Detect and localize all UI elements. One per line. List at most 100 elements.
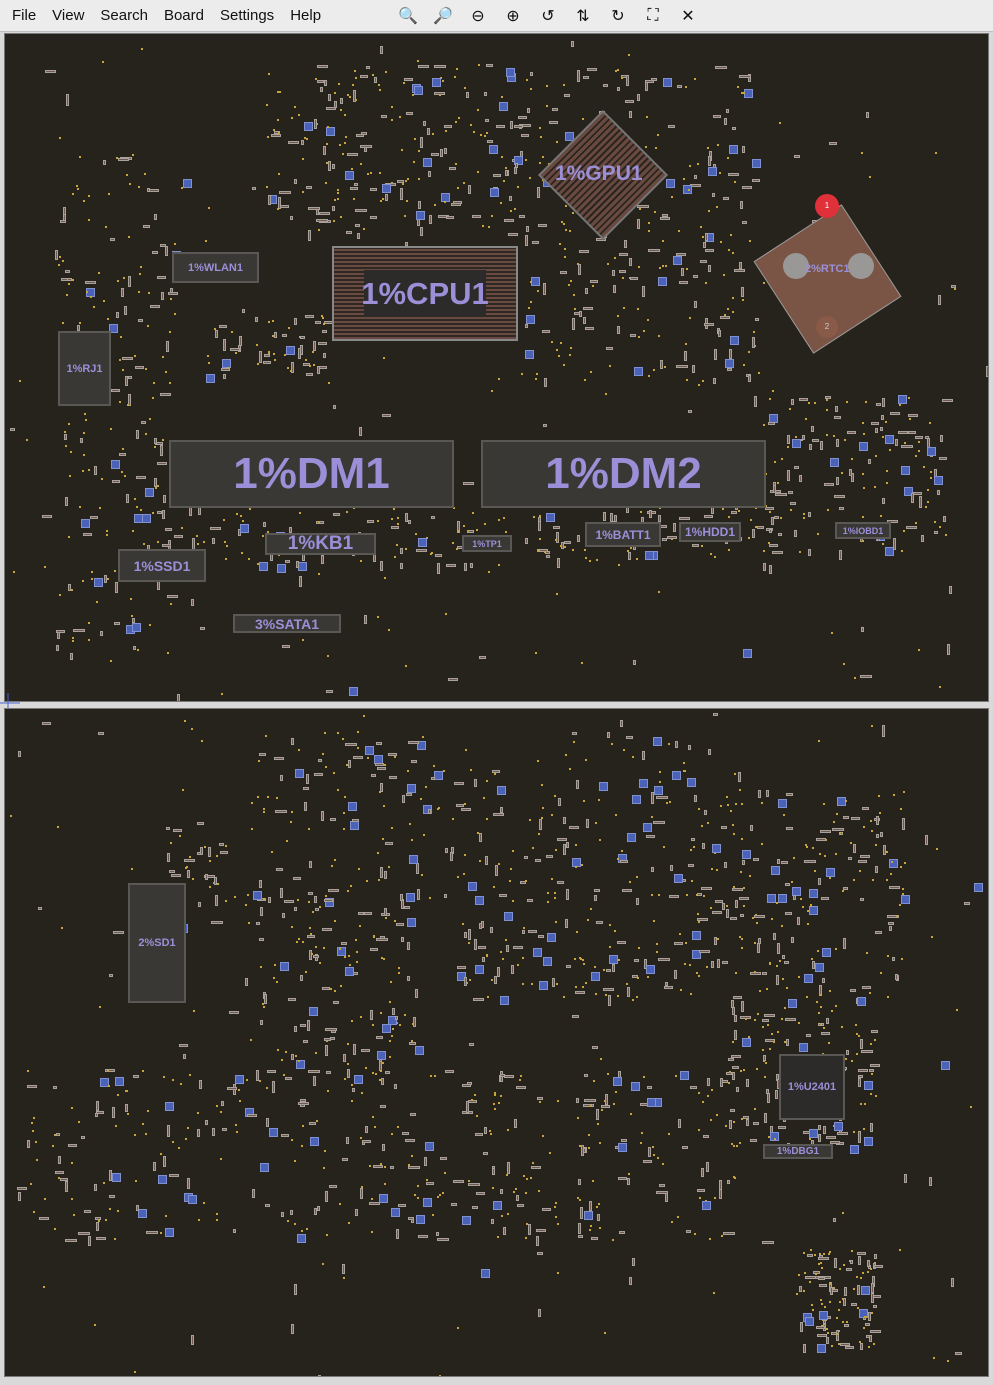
pad bbox=[886, 469, 889, 472]
smd-part-blue bbox=[591, 971, 601, 981]
menu-view[interactable]: View bbox=[52, 7, 85, 24]
pad bbox=[691, 880, 694, 883]
smd-part bbox=[285, 560, 290, 564]
smd-part bbox=[506, 1162, 510, 1174]
rotate-ccw-icon[interactable]: ↺ bbox=[541, 8, 555, 25]
pad bbox=[347, 1063, 350, 1066]
pad bbox=[748, 537, 751, 540]
board-top-side[interactable]: 1%GPU1 1%CPU1 1 2 2%RTC1 1%WLAN1 1%RJ1 1… bbox=[4, 33, 989, 702]
fit-view-icon[interactable]: ⛶ bbox=[647, 7, 659, 24]
smd-part bbox=[172, 829, 183, 833]
smd-part bbox=[264, 993, 268, 1005]
component-tp1[interactable]: 1%TP1 bbox=[462, 535, 512, 552]
pad bbox=[273, 359, 276, 362]
pad bbox=[527, 307, 530, 310]
menu-file[interactable]: File bbox=[12, 7, 37, 24]
pad bbox=[902, 887, 905, 890]
smd-part bbox=[109, 1169, 113, 1182]
component-batt1[interactable]: 1%BATT1 bbox=[585, 522, 661, 547]
pad bbox=[256, 362, 259, 365]
cpu-footprint[interactable]: 1%CPU1 bbox=[332, 246, 518, 341]
pad bbox=[393, 508, 396, 511]
rotate-cw-icon[interactable]: ↻ bbox=[611, 8, 625, 25]
pad bbox=[304, 971, 307, 974]
component-u2401[interactable]: 1%U2401 bbox=[779, 1054, 845, 1120]
smd-part bbox=[510, 120, 514, 129]
component-dm1[interactable]: 1%DM1 bbox=[169, 440, 454, 508]
smd-part bbox=[445, 1069, 455, 1073]
smd-part bbox=[808, 512, 812, 518]
component-rj1[interactable]: 1%RJ1 bbox=[58, 331, 111, 406]
pad bbox=[858, 869, 861, 872]
pad bbox=[575, 844, 578, 847]
smd-part bbox=[704, 323, 714, 327]
pad bbox=[784, 1040, 787, 1043]
smd-part-blue bbox=[833, 1122, 843, 1132]
flip-icon[interactable]: ⇅ bbox=[576, 8, 590, 25]
component-dbg1[interactable]: 1%DBG1 bbox=[763, 1144, 833, 1159]
menu-settings[interactable]: Settings bbox=[219, 7, 275, 24]
component-sata1[interactable]: 3%SATA1 bbox=[233, 614, 341, 633]
pad bbox=[799, 897, 802, 900]
component-dm2[interactable]: 1%DM2 bbox=[481, 440, 766, 508]
smd-part bbox=[124, 1103, 128, 1113]
smd-part bbox=[160, 392, 171, 396]
smd-part bbox=[94, 465, 98, 476]
smd-part bbox=[118, 157, 129, 161]
zoom-out-icon[interactable]: 🔍 bbox=[398, 8, 418, 25]
smd-part bbox=[494, 976, 498, 985]
smd-part bbox=[857, 860, 868, 864]
pad bbox=[79, 321, 82, 324]
pad bbox=[174, 242, 177, 245]
component-kb1[interactable]: 1%KB1 bbox=[265, 533, 376, 555]
minus-circle-icon[interactable]: ⊖ bbox=[471, 8, 485, 25]
menu-search[interactable]: Search bbox=[100, 7, 148, 24]
pad bbox=[915, 455, 918, 458]
pad bbox=[383, 764, 386, 767]
pad bbox=[465, 748, 468, 751]
pad bbox=[656, 942, 659, 945]
smd-part bbox=[834, 1257, 838, 1268]
pad bbox=[899, 403, 902, 406]
smd-part bbox=[319, 87, 323, 93]
smd-part bbox=[110, 237, 116, 241]
pad bbox=[765, 987, 768, 990]
pad bbox=[96, 600, 99, 603]
component-sd1[interactable]: 2%SD1 bbox=[128, 883, 186, 1003]
smd-part-blue bbox=[898, 395, 908, 405]
smd-part bbox=[583, 1147, 587, 1153]
pad bbox=[97, 271, 100, 274]
component-hdd1[interactable]: 1%HDD1 bbox=[679, 522, 741, 542]
menu-board[interactable]: Board bbox=[163, 7, 204, 24]
board-bottom-side[interactable]: 2%SD1 1%U2401 1%DBG1 bbox=[4, 708, 989, 1377]
pad bbox=[802, 1290, 805, 1293]
component-wlan1[interactable]: 1%WLAN1 bbox=[172, 252, 259, 283]
smd-part bbox=[928, 1176, 932, 1187]
smd-part bbox=[312, 340, 316, 351]
component-iobd1[interactable]: 1%IOBD1 bbox=[835, 522, 891, 539]
smd-part bbox=[404, 1139, 416, 1143]
pad bbox=[862, 825, 865, 828]
smd-part bbox=[843, 1323, 849, 1327]
close-icon[interactable]: ✕ bbox=[681, 8, 695, 25]
pad bbox=[541, 155, 544, 158]
smd-part bbox=[450, 851, 454, 861]
smd-part bbox=[300, 140, 304, 145]
zoom-in-icon[interactable]: 🔎 bbox=[433, 8, 453, 25]
menu-help[interactable]: Help bbox=[290, 7, 322, 24]
smd-part bbox=[651, 78, 657, 81]
pad bbox=[297, 1059, 300, 1062]
pad bbox=[384, 70, 387, 73]
component-ssd1[interactable]: 1%SSD1 bbox=[118, 549, 206, 582]
pad bbox=[512, 899, 515, 902]
pad bbox=[839, 1300, 842, 1303]
pad bbox=[487, 571, 490, 574]
pad bbox=[858, 1340, 861, 1343]
pad bbox=[457, 186, 460, 189]
smd-part bbox=[724, 862, 728, 868]
pad bbox=[825, 408, 828, 411]
smd-part bbox=[876, 402, 882, 406]
plus-circle-icon[interactable]: ⊕ bbox=[506, 8, 520, 25]
smd-part bbox=[184, 859, 196, 863]
pad bbox=[317, 572, 320, 575]
